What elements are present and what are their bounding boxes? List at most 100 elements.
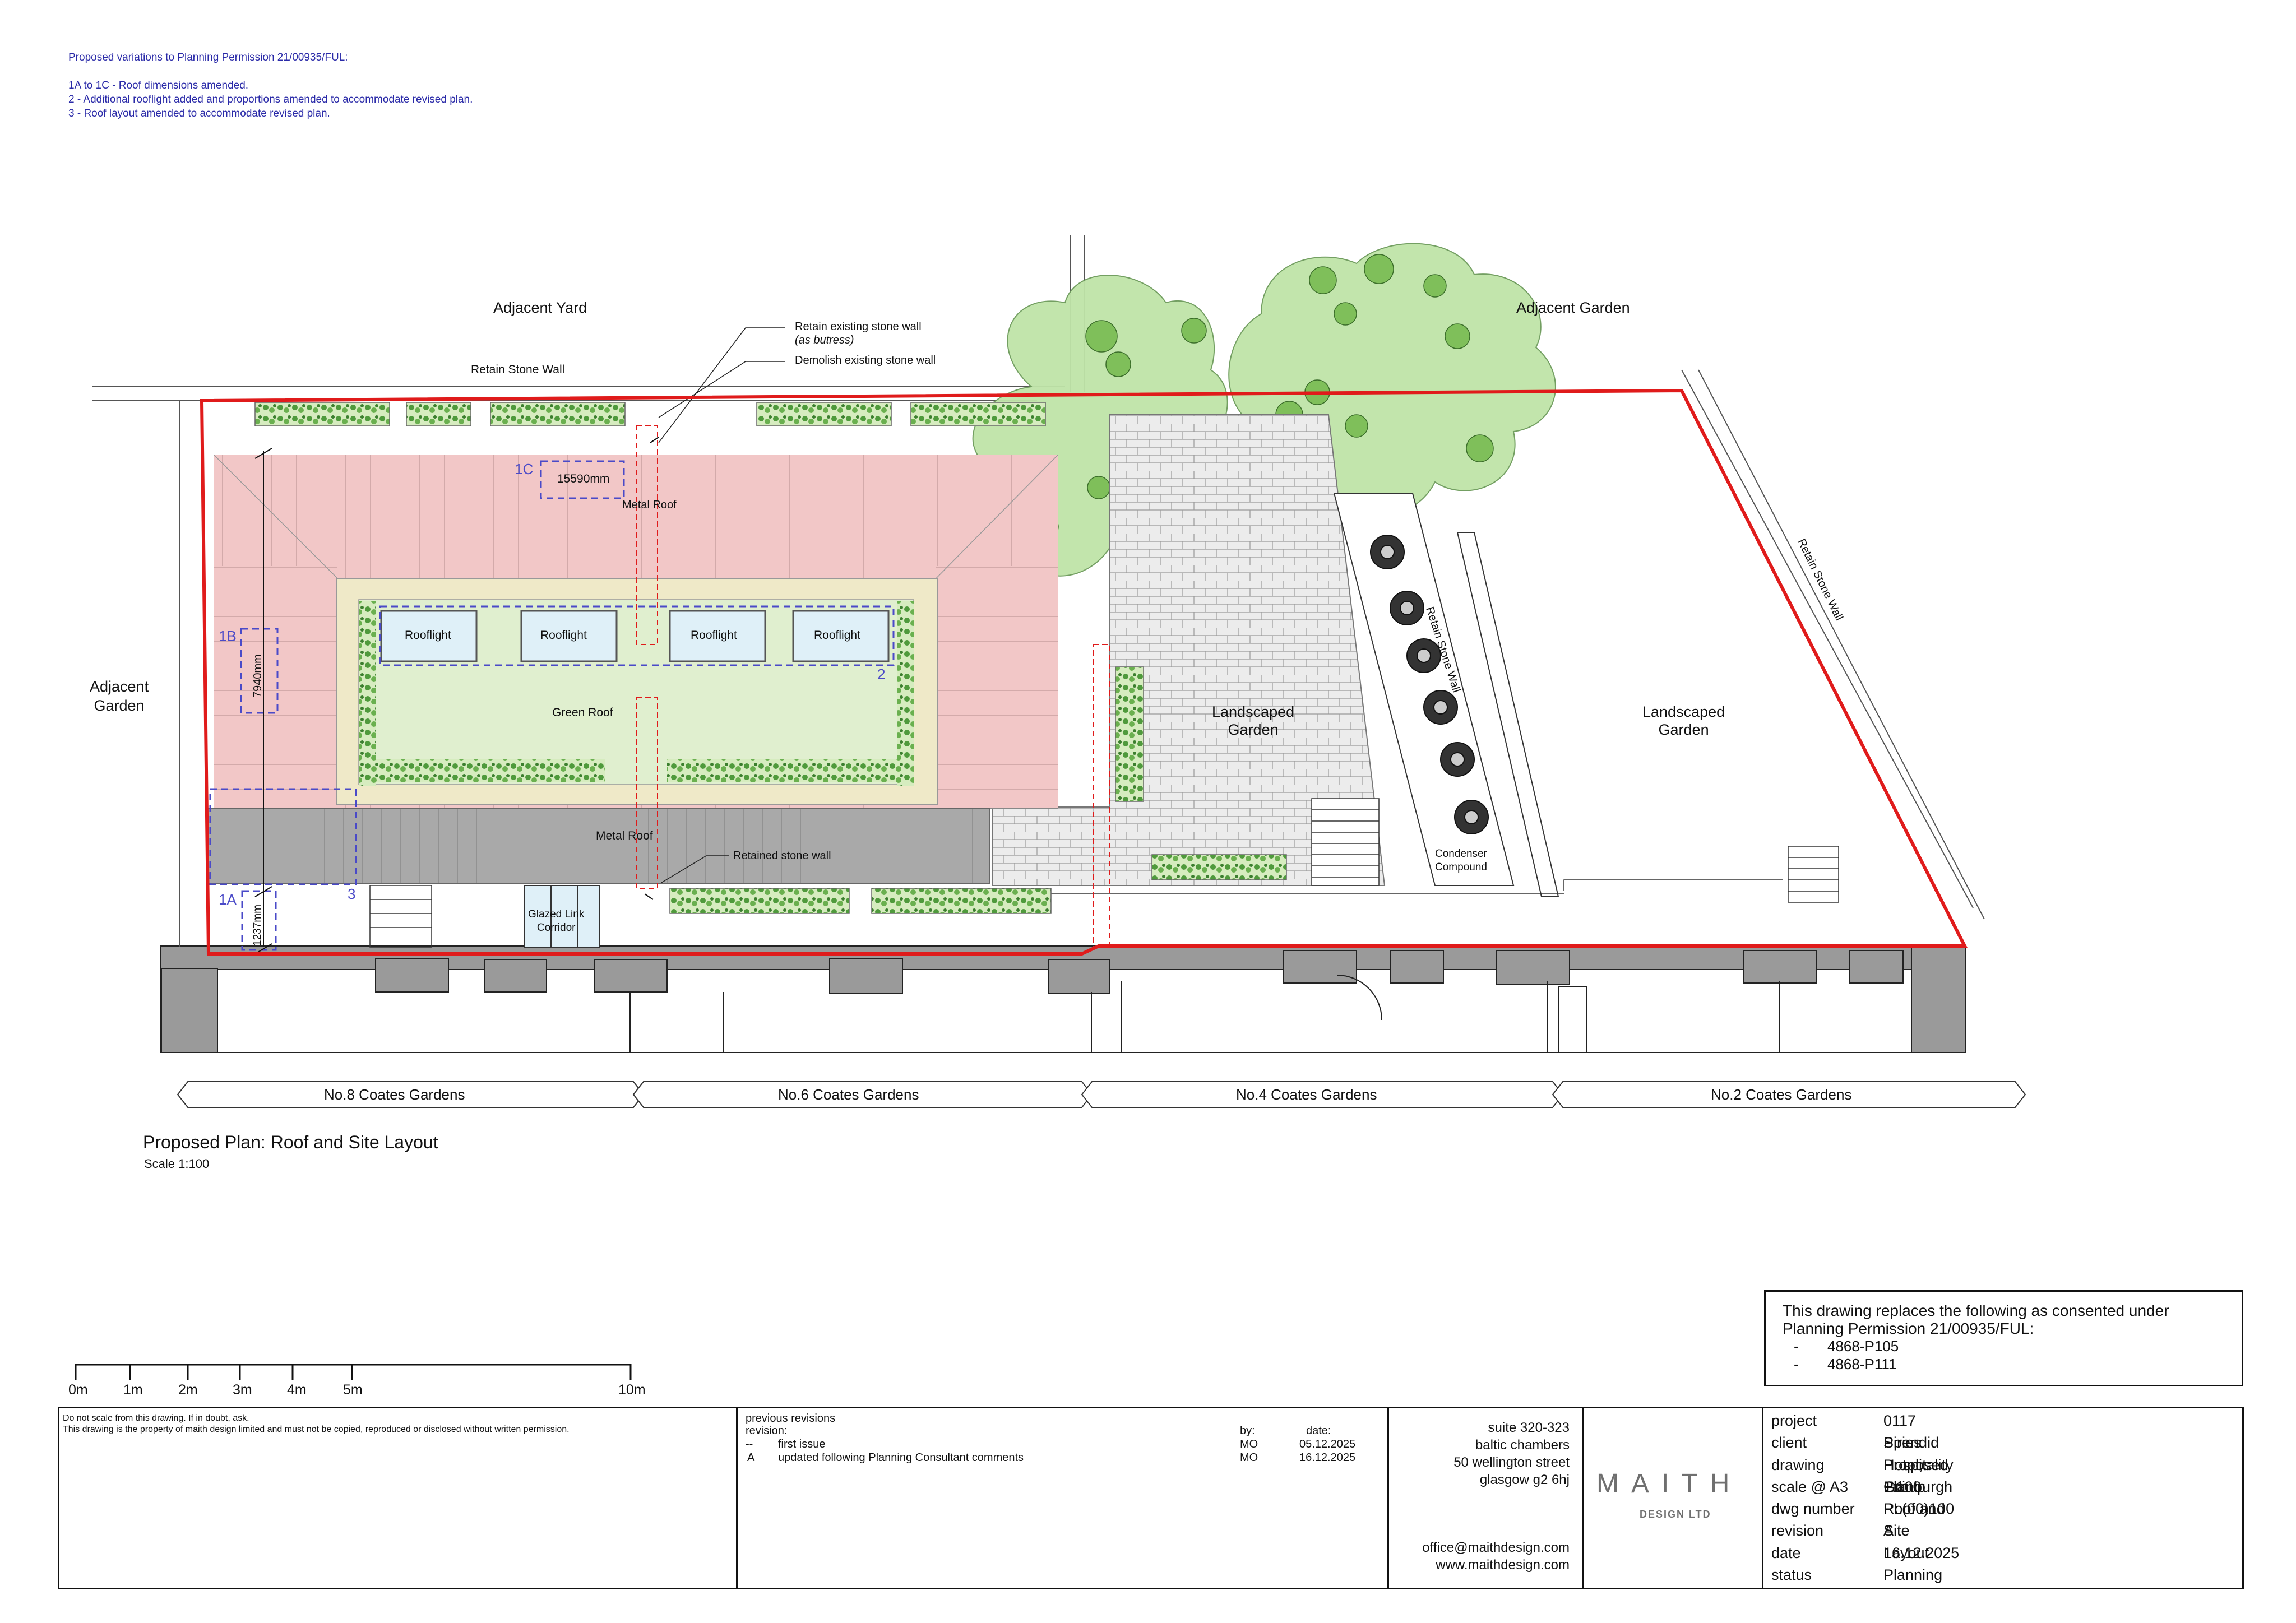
title-block (58, 1407, 2244, 1589)
replaces-line2: Planning Permission 21/00935/FUL: (1783, 1320, 2034, 1337)
tb-label-dwg-number: dwg number (1771, 1500, 1855, 1518)
rooflight-2: Rooflight (540, 629, 587, 642)
label-retained-stone-wall: Retained stone wall (733, 850, 831, 862)
front-facade-walls (160, 945, 1966, 1053)
contact-block: office@maithdesign.com www.maithdesign.c… (1396, 1539, 1570, 1574)
company-logo-name: MAITH (1596, 1469, 1742, 1499)
label-landscaped-garden-2a: Landscaped (1642, 703, 1725, 720)
scale-label-4: 4m (287, 1382, 307, 1398)
scale-label-1: 1m (123, 1382, 143, 1398)
label-adjacent-yard: Adjacent Yard (493, 299, 587, 316)
label-adjacent-garden-left-2: Garden (94, 697, 145, 714)
address-line2: baltic chambers (1475, 1437, 1570, 1453)
rev-row2-by: MO (1240, 1452, 1258, 1464)
property-no2: No.2 Coates Gardens (1711, 1086, 1852, 1103)
rev-row1-rev: -- (746, 1438, 753, 1450)
condenser-units (1370, 535, 1489, 834)
scale-label-3: 3m (233, 1382, 252, 1398)
tb-divider-1 (736, 1407, 738, 1589)
scale-label-10: 10m (618, 1382, 646, 1398)
tb-label-client: client (1771, 1434, 1807, 1452)
plan-scale: Scale 1:100 (144, 1157, 210, 1171)
notes-heading: Proposed variations to Planning Permissi… (68, 52, 348, 63)
tb-divider-3 (1582, 1407, 1584, 1589)
replaces-dash-1: - (1794, 1338, 1799, 1355)
replaces-box: This drawing replaces the following as c… (1764, 1290, 2243, 1386)
note-2: 2 - Additional rooflight added and propo… (68, 94, 473, 105)
disclaimer-1: Do not scale from this drawing. If in do… (63, 1413, 249, 1423)
label-retain-existing-wall: Retain existing stone wall (795, 321, 922, 333)
dim-1a: 1237mm (252, 905, 263, 946)
dim-tag-3: 3 (348, 885, 356, 902)
replaces-line1: This drawing replaces the following as c… (1783, 1302, 2169, 1319)
metal-roof-strip (207, 808, 990, 884)
label-green-roof: Green Roof (552, 706, 613, 719)
property-no6: No.6 Coates Gardens (778, 1086, 919, 1103)
revisions-label: revision: (746, 1425, 788, 1437)
address-line1: suite 320-323 (1488, 1420, 1570, 1435)
dim-tag-1b: 1B (219, 628, 237, 644)
dim-1b: 7940mm (252, 654, 264, 698)
contact-email[interactable]: office@maithdesign.com (1422, 1540, 1570, 1555)
tb-label-status: status (1771, 1566, 1812, 1584)
rooflight-4: Rooflight (814, 629, 860, 642)
replaces-dash-2: - (1794, 1356, 1799, 1372)
label-metal-roof-bottom: Metal Roof (596, 829, 653, 842)
property-no8: No.8 Coates Gardens (324, 1086, 465, 1103)
scale-label-2: 2m (178, 1382, 198, 1398)
address-line3: 50 wellington street (1453, 1455, 1570, 1470)
dim-tag-1a: 1A (219, 891, 237, 908)
variation-notes: Proposed variations to Planning Permissi… (68, 50, 473, 120)
tb-divider-4 (1762, 1407, 1763, 1589)
rev-row2-date: 16.12.2025 (1299, 1452, 1356, 1464)
dim-1c: 15590mm (557, 472, 610, 485)
rev-row1-by: MO (1240, 1438, 1258, 1450)
label-landscaped-garden-1: Landscaped Garden (1212, 703, 1294, 739)
hedge-planters (254, 402, 1287, 914)
tb-value-revision: A (1883, 1522, 1894, 1539)
dim-tag-1c: 1C (515, 461, 534, 477)
label-metal-roof-top: Metal Roof (622, 499, 677, 511)
tb-value-scale: 1:100 (1883, 1478, 1922, 1495)
replaces-item-1: 4868-P105 (1827, 1338, 1899, 1355)
label-condenser-compound: Condenser Compound (1435, 847, 1487, 874)
label-glazed-link-1: Glazed Link (528, 908, 585, 920)
label-condenser-1: Condenser (1435, 848, 1487, 860)
contact-web[interactable]: www.maithdesign.com (1436, 1557, 1570, 1573)
rev-row1-desc: first issue (778, 1438, 826, 1450)
note-3: 3 - Roof layout amended to accommodate r… (68, 108, 330, 119)
label-as-butress: (as butress) (795, 334, 854, 346)
tb-label-drawing: drawing (1771, 1456, 1825, 1473)
label-landscaped-garden-2: Landscaped Garden (1642, 703, 1725, 739)
note-1: 1A to 1C - Roof dimensions amended. (68, 80, 249, 91)
label-retain-stone-wall-top: Retain Stone Wall (471, 363, 565, 376)
tb-label-scale: scale @ A3 (1771, 1478, 1848, 1495)
scale-label-5: 5m (343, 1382, 363, 1398)
rev-row2-rev: A (747, 1452, 755, 1464)
label-landscaped-garden-1a: Landscaped (1212, 703, 1295, 720)
tb-value-client: Spendid Hospitality Group (1883, 1434, 1954, 1495)
company-logo-sub: DESIGN LTD (1640, 1509, 1711, 1520)
revisions-title: previous revisions (746, 1412, 836, 1425)
label-glazed-link: Glazed Link Corridor (528, 908, 584, 935)
rooflight-3: Rooflight (691, 629, 737, 642)
rev-row2-desc: updated following Planning Consultant co… (778, 1452, 1024, 1464)
label-landscaped-garden-1b: Garden (1228, 721, 1279, 738)
property-no4: No.4 Coates Gardens (1236, 1086, 1377, 1103)
property-banners (177, 1081, 2026, 1108)
address-line4: glasgow g2 6hj (1479, 1472, 1570, 1487)
dim-tag-2: 2 (877, 666, 886, 683)
label-condenser-2: Compound (1435, 861, 1487, 873)
replaces-item-2: 4868-P111 (1827, 1356, 1897, 1372)
tb-value-status: Planning (1883, 1566, 1943, 1584)
label-glazed-link-2: Corridor (536, 922, 576, 934)
rooflight-1: Rooflight (405, 629, 451, 642)
revisions-date-label: date: (1306, 1425, 1331, 1437)
tb-value-date: 16.12.2025 (1883, 1544, 1960, 1561)
rooflights (380, 610, 890, 662)
tb-divider-2 (1387, 1407, 1389, 1589)
label-demolish-wall: Demolish existing stone wall (795, 354, 936, 367)
label-adjacent-garden-top: Adjacent Garden (1516, 299, 1630, 316)
tb-value-dwg-number: PL(00)100 (1883, 1500, 1955, 1518)
